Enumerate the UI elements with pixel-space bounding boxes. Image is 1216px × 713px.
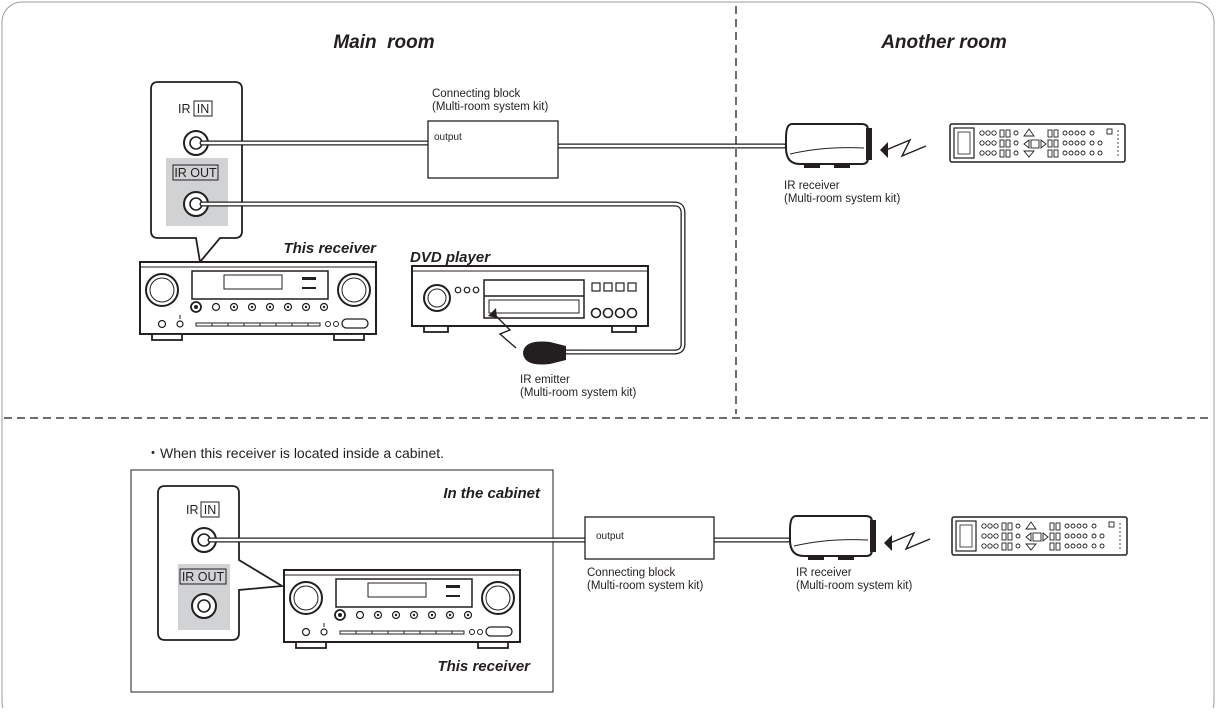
ir-in-label-ir-bottom: IR: [186, 503, 199, 517]
connecting-block-box: [427, 120, 559, 179]
remote-control-bottom: [951, 516, 1128, 556]
connecting-block-port: output: [434, 132, 462, 143]
ir-emitter-title: IR emitter: [520, 374, 570, 386]
jack-panel-callout-bottom: IR IN IR OUT: [157, 485, 285, 641]
ir-receiver-top: [785, 123, 873, 169]
ir-receiver-kit-bottom: (Multi-room system kit): [796, 580, 912, 592]
connecting-block-title-bottom: Connecting block: [587, 567, 675, 579]
connecting-block-port-bottom: output: [596, 531, 624, 542]
ir-signal-bottom: [883, 532, 931, 552]
cabinet-note: ・When this receiver is located inside a …: [146, 445, 444, 461]
main-room-title: Main room: [333, 32, 434, 53]
connecting-block-kit-bottom: (Multi-room system kit): [587, 580, 703, 592]
ir-in-label-ir: IR: [178, 102, 191, 116]
dvd-player: DVD player: [410, 249, 649, 333]
ir-out-label-bottom: IR OUT: [182, 570, 225, 584]
ir-emitter: IR emitter (Multi-room system kit): [488, 308, 636, 399]
ir-receiver-title-bottom: IR receiver: [796, 567, 852, 579]
ir-out-label: IR OUT: [174, 166, 217, 180]
connecting-block-bottom: output Connecting block (Multi-room syst…: [584, 516, 715, 592]
ir-emitter-kit: (Multi-room system kit): [520, 387, 636, 399]
ir-in-label-in-bottom: IN: [204, 503, 217, 517]
connecting-block-kit: (Multi-room system kit): [432, 101, 548, 113]
another-room-title: Another room: [880, 32, 1007, 53]
connecting-block-title: Connecting block: [432, 88, 520, 100]
ir-in-label-in: IN: [197, 102, 210, 116]
this-receiver-title-bottom: This receiver: [437, 658, 531, 675]
ir-receiver-title-top: IR receiver: [784, 180, 840, 192]
this-receiver-title: This receiver: [283, 240, 377, 257]
connecting-block-box-bottom: [584, 516, 715, 560]
remote-control-top: [949, 123, 1126, 163]
cables-top: [199, 140, 787, 355]
cabinet-label: In the cabinet: [443, 485, 541, 502]
this-receiver: [139, 261, 377, 341]
ir-receiver-kit-top: (Multi-room system kit): [784, 193, 900, 205]
ir-signal-top: [879, 139, 927, 159]
ir-out-jack-bottom: [191, 593, 217, 619]
this-receiver-bottom: [283, 569, 521, 649]
ir-receiver-bottom: [789, 515, 877, 561]
dvd-player-title: DVD player: [410, 249, 491, 266]
jack-panel-callout: IR IN IR OUT: [150, 81, 243, 265]
connecting-block-top: Connecting block (Multi-room system kit)…: [427, 88, 559, 179]
